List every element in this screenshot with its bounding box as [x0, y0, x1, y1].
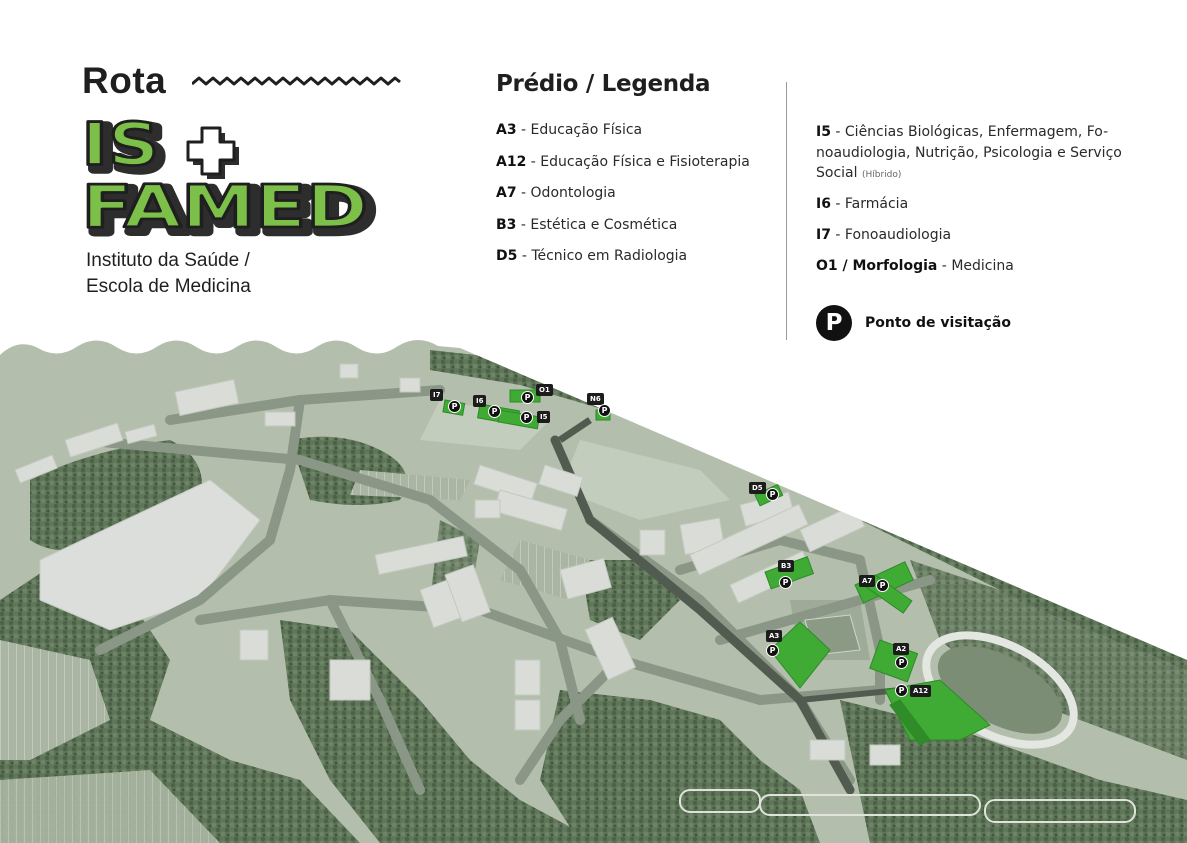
logo-plus-icon	[186, 126, 239, 179]
marker-label-i7: I7	[430, 389, 444, 401]
legend-name: Estética e Cosmética	[530, 216, 678, 233]
legend-divider	[786, 82, 787, 340]
marker-label-d5: D5	[749, 482, 766, 494]
legend-item-o1: O1 / Morfologia - Medicina	[816, 257, 1014, 274]
institute-subtitle: Instituto da Saúde / Escola de Medicina	[86, 248, 251, 300]
legend-item-d5: D5 - Técnico em Radiologia	[496, 248, 688, 264]
legend-code: I6	[816, 195, 831, 212]
visit-point-a2-icon[interactable]: P	[895, 656, 908, 669]
logo-famed-shadow: FAMED	[88, 177, 374, 242]
zigzag-decoration-icon	[192, 76, 401, 86]
logo-is-text: IS	[81, 112, 159, 179]
visit-point-label: Ponto de visitação	[865, 315, 1011, 331]
marker-label-i5: I5	[537, 411, 551, 423]
marker-label-a12: A12	[910, 685, 932, 697]
legend-list-right: I5 - Ciências Biológicas, Enfermagem, Fo…	[816, 122, 1146, 287]
legend-item-i7: I7 - Fonoaudiologia	[816, 226, 952, 243]
legend-code: D5	[496, 248, 518, 264]
marker-label-o1: O1	[536, 384, 553, 396]
visit-point-a12-icon[interactable]: P	[895, 684, 908, 697]
legend-name: Farmácia	[844, 195, 909, 212]
visit-point-i7-icon[interactable]: P	[448, 400, 461, 413]
logo-is-shadow: IS	[87, 115, 165, 183]
legend-code: B3	[496, 216, 517, 233]
legend-name: Educação Física e Fisioterapia	[540, 153, 750, 170]
legend-item-a7: A7 - Odontologia	[496, 185, 616, 201]
legend-list-left: A3 - Educação Física A12 - Educação Físi…	[496, 122, 750, 280]
marker-label-i6: I6	[473, 395, 487, 407]
legend-item-b3: B3 - Estética e Cosmética	[496, 216, 678, 233]
marker-label-b3: B3	[778, 560, 795, 572]
legend-code: O1 / Morfologia	[816, 257, 938, 274]
visit-point-n6-icon[interactable]: P	[598, 404, 611, 417]
legend-name: Técnico em Radiologia	[531, 248, 688, 264]
legend-name: Medicina	[951, 257, 1014, 274]
legend-item-a12: A12 - Educação Física e Fisioterapia	[496, 153, 750, 170]
visit-point-a3-icon[interactable]: P	[766, 644, 779, 657]
legend-name: Educação Física	[530, 122, 643, 138]
marker-label-a3: A3	[766, 630, 783, 642]
legend-name: Fonoaudiologia	[844, 226, 952, 243]
parking-visit-icon: P	[816, 305, 852, 341]
visit-point-b3-icon[interactable]: P	[779, 576, 792, 589]
legend-title: Prédio / Legenda	[496, 71, 711, 97]
visit-point-i5-icon[interactable]: P	[520, 411, 533, 424]
map-area	[0, 340, 1187, 843]
legend-item-i6: I6 - Farmácia	[816, 195, 909, 212]
legend-name: Ciências Biológicas, Enfermagem, Fo-noau…	[816, 124, 1122, 181]
visit-point-legend: P Ponto de visitação	[816, 305, 1011, 341]
marker-label-a2: A2	[893, 643, 910, 655]
route-title: Rota	[82, 60, 167, 101]
legend-item-a3: A3 - Educação Física	[496, 122, 643, 138]
subtitle-line-2: Escola de Medicina	[86, 276, 251, 297]
visit-point-o1-icon[interactable]: P	[521, 391, 534, 404]
legend-item-i5: I5 - Ciências Biológicas, Enfermagem, Fo…	[816, 124, 1122, 181]
visit-point-a7-icon[interactable]: P	[876, 579, 889, 592]
legend-name: Odontologia	[530, 185, 616, 201]
visit-point-d5-icon[interactable]: P	[766, 488, 779, 501]
legend-code: I5	[816, 124, 831, 140]
is-famed-logo: IS FAMED IS FAMED	[80, 112, 379, 242]
subtitle-line-1: Instituto da Saúde /	[86, 250, 250, 271]
logo-famed-text: FAMED	[82, 173, 368, 241]
legend-code: I7	[816, 226, 831, 243]
legend-note: (Híbrido)	[861, 170, 902, 180]
legend-code: A7	[496, 185, 517, 201]
legend-code: A3	[496, 122, 517, 138]
marker-label-n6: N6	[587, 393, 604, 405]
marker-label-a7: A7	[859, 575, 876, 587]
visit-point-i6-icon[interactable]: P	[488, 405, 501, 418]
legend-code: A12	[496, 153, 527, 170]
